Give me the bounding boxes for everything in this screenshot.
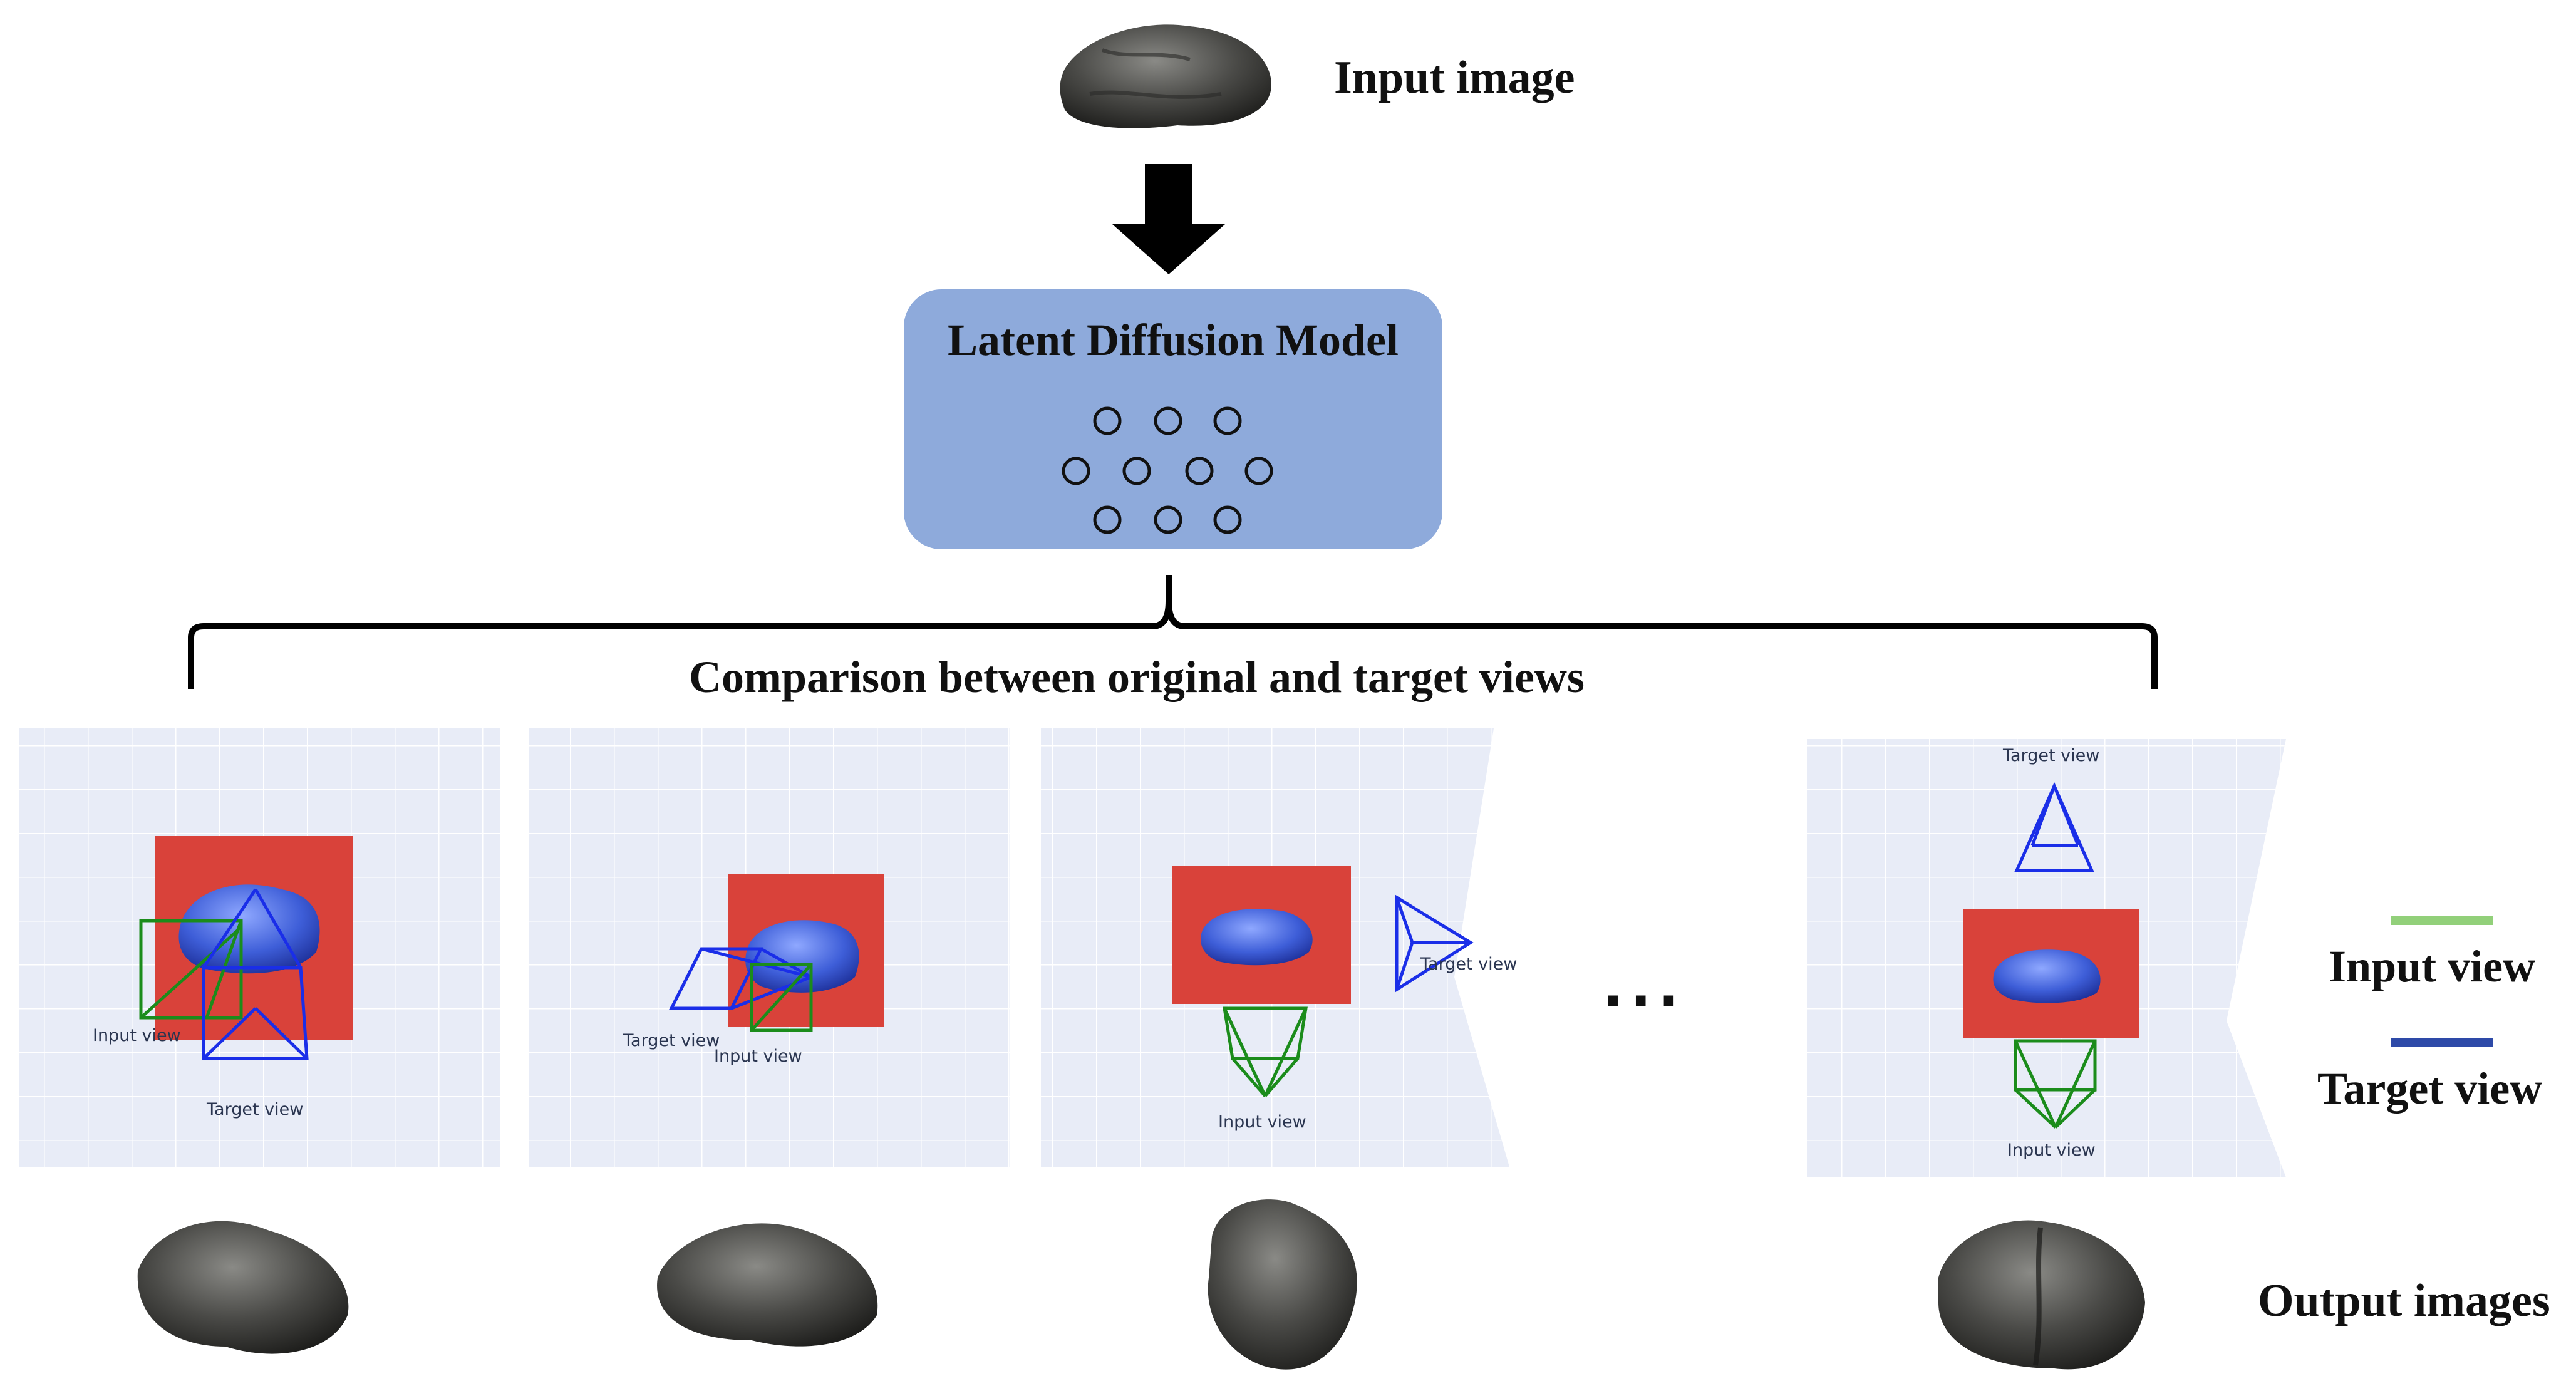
down-arrow-icon	[1112, 164, 1225, 274]
view-panel-1: Input view Target view	[19, 728, 500, 1167]
panel-4-input-view-label: Input view	[2007, 1140, 2096, 1160]
view-panel-3: Target view Input view	[1041, 728, 1517, 1167]
panel-1-input-view-label: Input view	[93, 1026, 181, 1045]
view-panel-4: Target view Input view	[1807, 739, 2286, 1177]
legend-input-view-label: Input view	[2329, 941, 2536, 991]
input-rock-image	[1060, 24, 1271, 128]
panel-3-input-view-label: Input view	[1218, 1112, 1306, 1132]
panel-2-target-view-label: Target view	[623, 1031, 720, 1050]
comparison-label: Comparison between original and target v…	[689, 652, 1585, 702]
output-rock-image-1	[137, 1221, 349, 1354]
panel-3-target-view-label: Target view	[1420, 954, 1517, 974]
latent-diffusion-model-box: Latent Diffusion Model	[904, 289, 1442, 549]
ellipsis: ...	[1603, 944, 1687, 1021]
output-rock-image-3	[1208, 1199, 1357, 1370]
panel-1-target-view-label: Target view	[206, 1100, 303, 1119]
legend-target-view-label: Target view	[2317, 1063, 2543, 1114]
panel-2-input-view-label: Input view	[714, 1047, 802, 1066]
output-rock-image-4	[1938, 1220, 2145, 1370]
input-image-label: Input image	[1334, 52, 1575, 103]
output-rock-image-2	[657, 1223, 878, 1347]
brace-bracket	[188, 575, 2158, 689]
panel-4-target-view-label: Target view	[2002, 746, 2099, 765]
view-panel-2: Target view Input view	[529, 728, 1010, 1167]
output-images-label: Output images	[2258, 1275, 2550, 1326]
model-title: Latent Diffusion Model	[948, 315, 1399, 365]
